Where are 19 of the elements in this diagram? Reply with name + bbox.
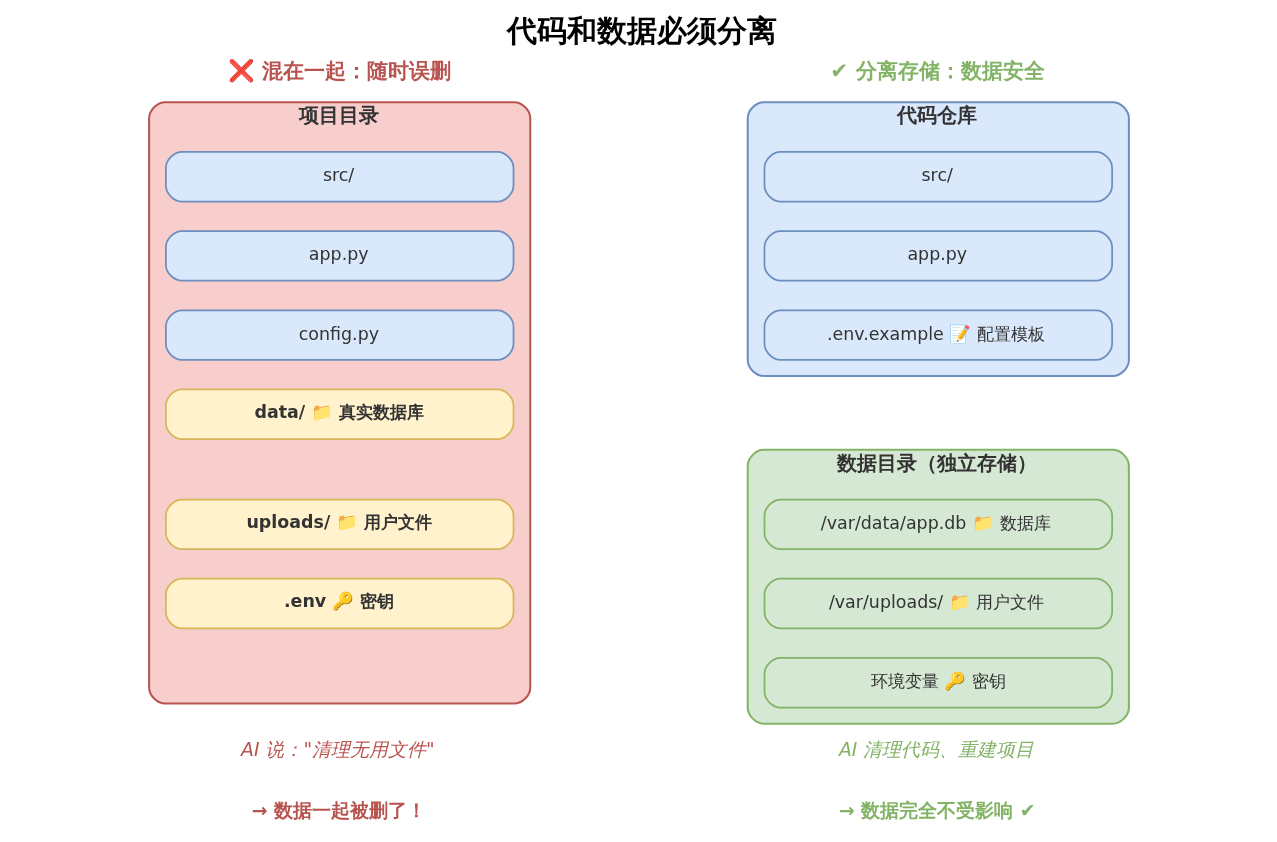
- node-box: /var/data/app.db 📁 数据库: [763, 498, 1113, 551]
- node-box: app.py: [763, 230, 1113, 282]
- node-box: app.py: [164, 230, 514, 282]
- label: → 数据一起被删了！: [251, 799, 426, 821]
- label: AI 说："清理无用文件": [240, 739, 435, 761]
- node-box: /var/uploads/ 📁 用户文件: [763, 577, 1113, 630]
- label: ❌ 混在一起：随时误删: [227, 57, 451, 83]
- node-box: .env.example 📝 配置模板: [763, 309, 1113, 361]
- label: AI 清理代码、重建项目: [838, 739, 1034, 761]
- node-box: src/: [763, 151, 1113, 203]
- node-box: .env 🔑 密钥: [164, 577, 514, 630]
- node-box: 环境变量 🔑 密钥: [763, 657, 1113, 709]
- node-box: uploads/ 📁 用户文件: [164, 498, 514, 551]
- label: → 数据完全不受影响 ✔: [838, 799, 1036, 821]
- node-box: data/ 📁 真实数据库: [164, 388, 514, 440]
- node-box: config.py: [164, 309, 514, 361]
- node-box: src/: [164, 151, 514, 203]
- label: ✔ 分离存储：数据安全: [829, 57, 1045, 83]
- diagram-title: 代码和数据必须分离: [506, 14, 777, 49]
